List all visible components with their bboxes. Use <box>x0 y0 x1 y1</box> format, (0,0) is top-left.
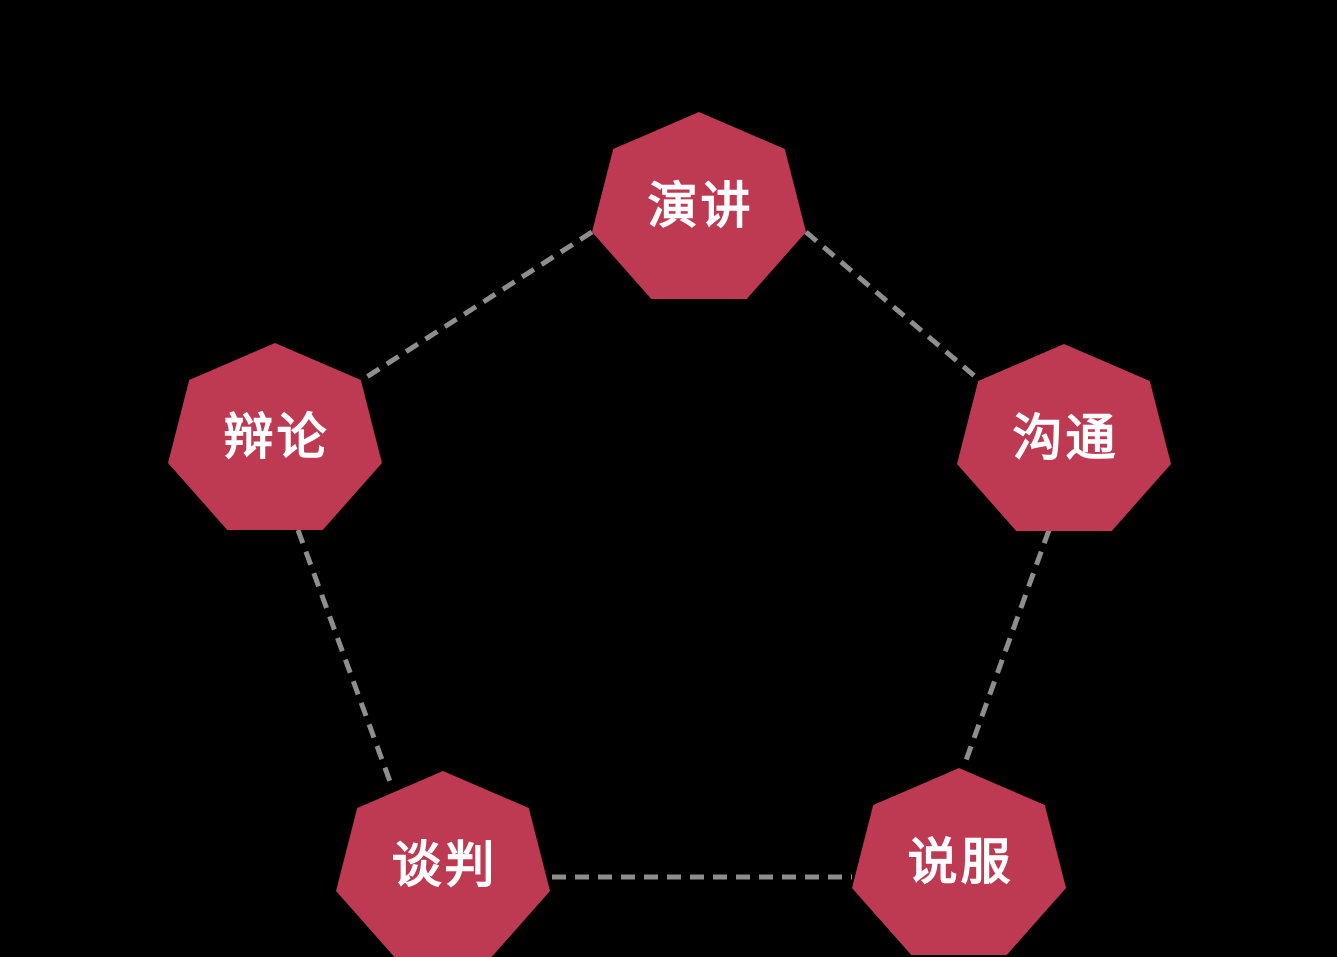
node-negotiation: 谈判 <box>336 771 550 957</box>
node-debate-label: 辩论 <box>223 407 330 466</box>
node-communication: 沟通 <box>957 344 1171 531</box>
connector-speech-debate <box>360 229 594 383</box>
connector-debate-negotiation <box>295 529 395 788</box>
node-negotiation-label: 谈判 <box>391 835 498 894</box>
node-persuasion-label: 说服 <box>907 832 1014 891</box>
node-debate: 辩论 <box>168 343 382 530</box>
connector-speech-communication <box>804 230 980 381</box>
node-communication-label: 沟通 <box>1012 408 1119 467</box>
node-speech: 演讲 <box>592 112 806 299</box>
node-persuasion: 说服 <box>852 768 1066 955</box>
node-speech-label: 演讲 <box>647 176 754 235</box>
connector-communication-persuasion <box>961 529 1052 767</box>
